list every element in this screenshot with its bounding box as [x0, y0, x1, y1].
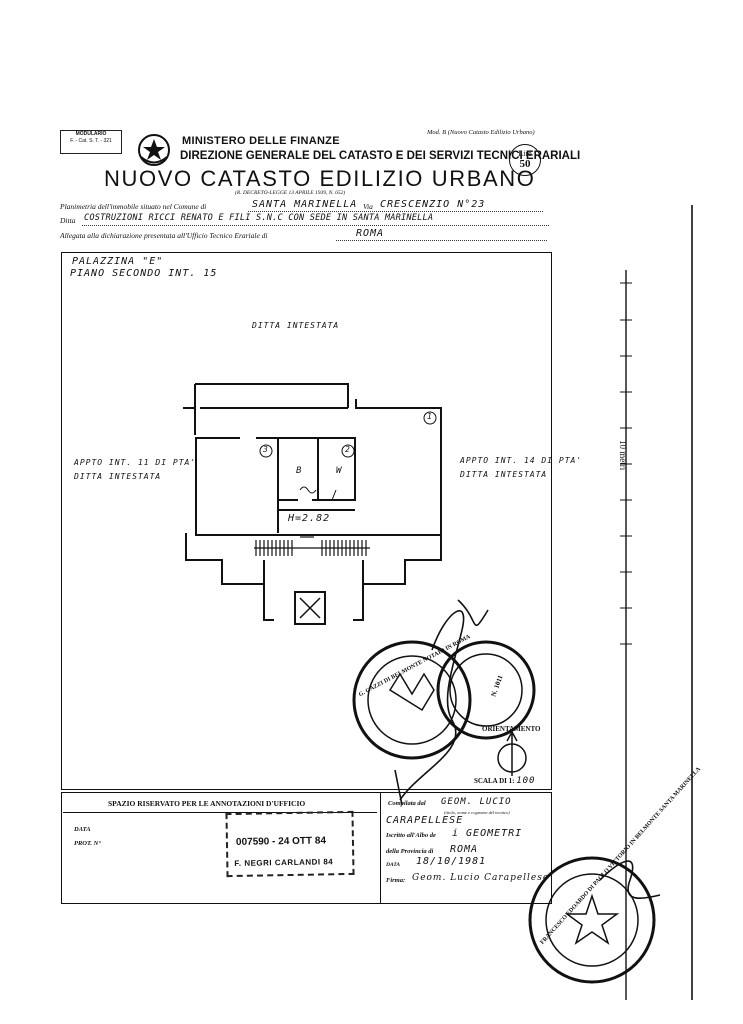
notary-stamp-1 [352, 640, 472, 760]
republic-emblem-icon [136, 132, 172, 168]
top-neighbour-label: DITTA INTESTATA [252, 321, 340, 330]
plan-frame [61, 252, 552, 790]
scale-value: 100 [516, 776, 536, 786]
compilata-value-2: CARAPELLESE [386, 815, 464, 826]
building-label: PALAZZINA "E" [72, 256, 164, 267]
signature-data-label: DATA [386, 862, 401, 868]
emblem-svg [138, 134, 170, 166]
iscritto-value: i GEOMETRI [452, 828, 523, 839]
ufficio-line [336, 240, 547, 241]
notary-stamp-1b [436, 640, 536, 740]
room-3-number: 3 [263, 445, 269, 454]
comune-value: SANTA MARINELLA [252, 199, 358, 210]
planimetria-label: Planimetria dell'immobile situato nel Co… [60, 202, 207, 211]
decree-reference: (R. DECRETO-LEGGE 13 APRILE 1939, N. 652… [235, 190, 346, 196]
allegata-label: Allegata alla dichiarazione presentata a… [60, 231, 268, 240]
right-neighbour-label-2: DITTA INTESTATA [460, 470, 548, 479]
modulario-code: F. - Cat. S. T. - 321 [70, 138, 112, 144]
compilata-value: GEOM. LUCIO [441, 797, 512, 807]
ceiling-height-label: H=2.82 [288, 513, 331, 524]
firma-label: Firma: [386, 877, 406, 884]
via-value: CRESCENZIO N°23 [380, 199, 486, 210]
signature-box [380, 792, 552, 904]
compilata-sub: (titolo, nome e cognome del tecnico) [444, 810, 510, 815]
ministry-name: MINISTERO DELLE FINANZE [182, 135, 340, 147]
floor-label: PIANO SECONDO INT. 15 [70, 268, 218, 279]
modulario-box: MODULARIO F. - Cat. S. T. - 321 [60, 130, 122, 154]
provincia-label: della Provincia di [386, 848, 434, 855]
bath-w-label: W [336, 466, 343, 476]
right-neighbour-label-1: APPTO INT. 14 DI PTA' [460, 456, 583, 465]
ditta-value: COSTRUZIONI RICCI RENATO E FILI S.N.C CO… [84, 213, 434, 223]
scale-bar-label: 10 metri [618, 440, 628, 471]
notary-stamp-2 [528, 856, 661, 984]
ditta-line [82, 225, 549, 226]
modulario-label: MODULARIO [75, 131, 107, 137]
orientation-label: ORIENTAMENTO [482, 725, 541, 733]
mod-note: Mod. B (Nuovo Catasto Edilizio Urbano) [427, 129, 535, 136]
document-title: NUOVO CATASTO EDILIZIO URBANO [104, 166, 536, 191]
price-label: Lire [518, 149, 532, 158]
office-box-divider [63, 812, 377, 813]
office-box-title: SPAZIO RISERVATO PER LE ANNOTAZIONI D'UF… [108, 799, 306, 808]
room-2-number: 2 [345, 445, 351, 454]
office-prot-label: PROT. N° [74, 840, 101, 847]
iscritto-label: Iscritto all'Albo de [386, 832, 436, 839]
left-neighbour-label-1: APPTO INT. 11 DI PTA' [74, 458, 197, 467]
compilata-label: Compilata dal [388, 800, 426, 807]
bath-b-label: B [296, 466, 303, 476]
scale-prefix: SCALA DI 1: [474, 777, 515, 785]
office-data-label: DATA [74, 826, 91, 833]
price-seal: Lire 50 [509, 144, 541, 176]
provincia-value: ROMA [450, 844, 479, 855]
firma-value: Geom. Lucio Carapellese [412, 873, 550, 883]
comune-line [248, 211, 543, 212]
room-1-number: 1 [427, 412, 433, 421]
price-value: 50 [519, 158, 531, 170]
scale-label: SCALA DI 1: 100 [474, 776, 535, 786]
left-neighbour-label-2: DITTA INTESTATA [74, 472, 162, 481]
ufficio-value: ROMA [356, 228, 385, 239]
signature-date-value: 18/10/1981 [416, 856, 487, 867]
via-label: Via [363, 202, 373, 211]
ditta-label: Ditta [60, 216, 76, 225]
direction-name: DIREZIONE GENERALE DEL CATASTO E DEI SER… [180, 150, 581, 162]
